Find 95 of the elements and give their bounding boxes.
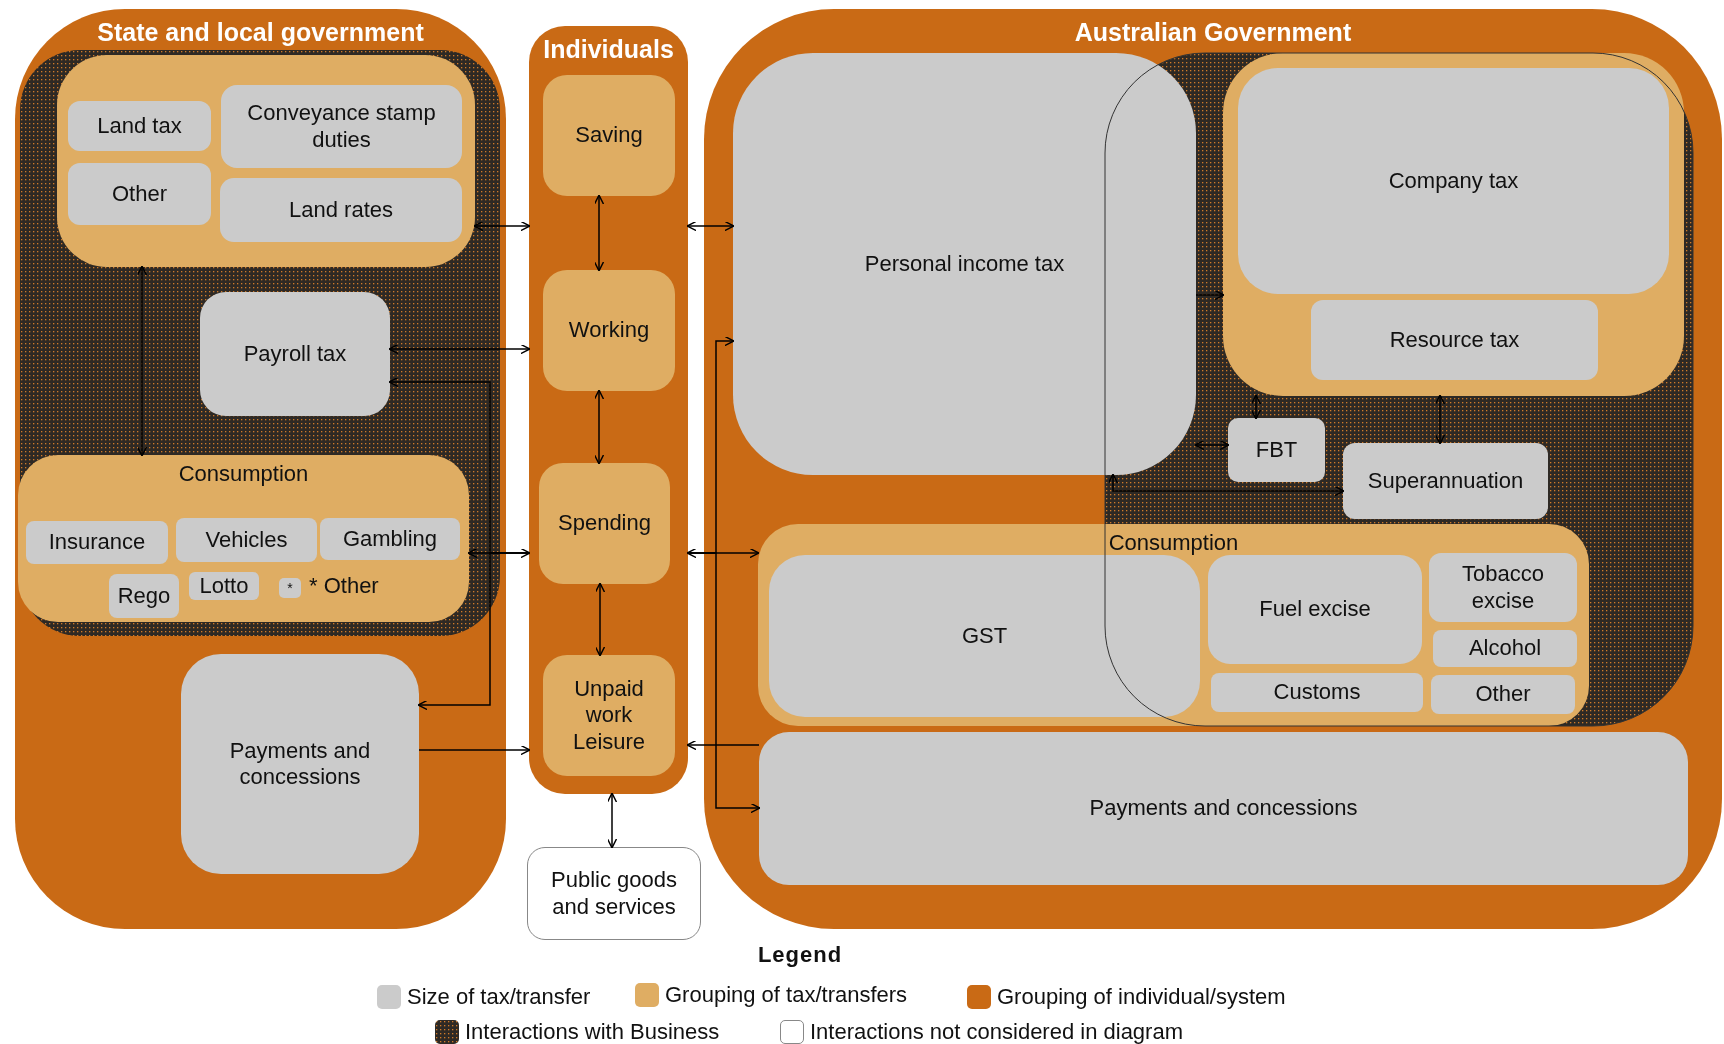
legend-label: Interactions not considered in diagram [810,1019,1183,1044]
arrow [606,792,618,849]
box-label: Alcohol [1468,635,1542,662]
arrow [1107,473,1345,497]
arrow [1434,394,1446,445]
legend-label: Interactions with Business [465,1019,720,1044]
tax-box [221,85,462,168]
arrow [687,552,761,814]
arrow [1195,289,1225,301]
box-label: Other [112,180,167,208]
box-label: Saving [575,122,643,149]
panel-title: Australian Government [1073,17,1353,47]
panel-title: State and local government [96,17,425,47]
legend-label: Size of tax/transfer [407,984,591,1010]
tax-box [1238,68,1669,294]
system-panel [529,26,688,794]
tax-box [220,178,462,242]
tax-box [769,555,1200,717]
box-label: Conveyance stamp duties [246,100,437,153]
arrow [388,343,531,355]
group-panel [18,455,469,622]
tax-box [1433,630,1577,667]
arrow [418,744,531,756]
legend-label: Grouping of tax/transfers [665,982,908,1008]
arrow [1194,439,1230,451]
tax-box [1431,675,1575,714]
tax-box [176,518,317,562]
activity-box [539,463,670,584]
box-label: Fuel excise [1259,596,1371,623]
box-label: * [287,579,293,597]
tax-box [68,163,211,225]
activity-box [543,75,675,196]
tax-box [68,101,211,151]
box-label: Customs [1273,679,1361,706]
tax-box [1228,418,1325,482]
tax-box [1208,555,1422,664]
tax-box [200,292,390,416]
group-panel [758,524,1589,726]
box-label: Unpaid work Leisure [571,675,647,756]
legend-title: Legend [756,942,844,968]
group-panel [1223,53,1684,396]
box-label: Public goods and services [550,867,678,920]
tax-box [1311,300,1598,380]
box-label: Payments and concessions [1089,795,1358,822]
service-box [527,847,701,940]
tax-box [109,574,179,618]
tax-box [1429,553,1577,622]
box-label: Lotto [199,572,249,600]
box-label: Working [568,317,650,344]
tax-box [759,732,1688,885]
arrow [686,220,735,232]
box-label: Superannuation [1367,467,1524,495]
box-label: Insurance [48,529,146,556]
group-heading: Consumption [1107,530,1240,557]
panel-title: Individuals [542,34,675,64]
tax-box [320,518,460,560]
box-label: Personal income tax [864,250,1065,278]
tax-box [1343,443,1548,519]
arrow [473,220,531,232]
tax-box [733,53,1196,475]
arrow [593,194,605,272]
box-label: Gambling [342,525,438,553]
group-heading: Consumption [177,461,310,488]
arrow [417,552,530,711]
note-text: * Other [309,573,379,600]
box-label: Spending [558,510,651,537]
system-panel [15,9,506,929]
arrow [467,547,531,559]
arrow [594,582,606,657]
box-label: Land tax [97,112,182,140]
box-label: Other [1475,681,1531,708]
box-label: Resource tax [1389,326,1520,354]
group-panel [57,55,475,267]
arrow [686,739,760,751]
box-label: Company tax [1388,167,1519,195]
arrow [593,389,605,465]
box-label: Rego [117,582,171,610]
box-label: GST [961,622,1008,650]
tax-box [1211,673,1423,712]
box-label: Land rates [289,196,393,224]
box-label: Payroll tax [243,340,347,368]
tax-box [189,572,259,600]
arrow [1250,394,1262,420]
box-label: FBT [1255,436,1298,464]
arrow [686,547,760,559]
box-label: Vehicles [205,526,288,554]
tax-box [181,654,419,874]
activity-box [543,270,675,391]
legend-label: Grouping of individual/system [997,984,1286,1010]
box-label: Tobacco excise [1461,561,1545,614]
system-panel [704,9,1722,929]
box-label: Payments and concessions [228,737,372,791]
tax-box [26,521,168,564]
activity-box [543,655,675,776]
arrow [136,265,148,457]
